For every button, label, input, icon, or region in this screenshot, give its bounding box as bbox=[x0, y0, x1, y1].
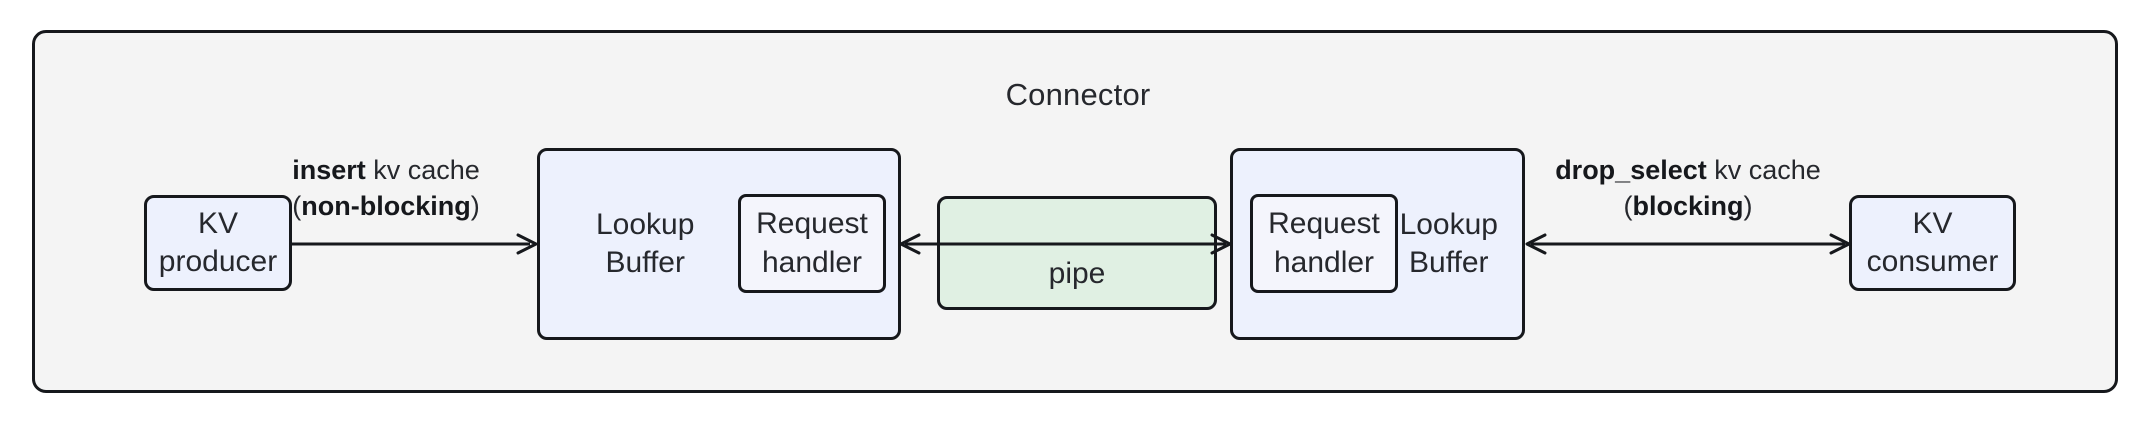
connector-title: Connector bbox=[1005, 77, 1151, 112]
node-pipe[interactable]: pipe bbox=[937, 196, 1217, 310]
node-request-handler-left-text: Request handler bbox=[756, 205, 868, 282]
node-kv-producer-line1: KV bbox=[197, 206, 239, 240]
node-lookup-buffer-right-line2: Buffer bbox=[1409, 246, 1489, 279]
node-pipe-label: pipe bbox=[1048, 256, 1106, 290]
node-kv-producer-text: KV producer bbox=[159, 205, 277, 282]
node-request-handler-left[interactable]: Request handler bbox=[738, 194, 886, 293]
edge-label-insert-bold2: non-blocking bbox=[301, 190, 471, 221]
node-request-handler-right-text: Request handler bbox=[1268, 205, 1380, 282]
edge-label-drop-select-line1: drop_select kv cache bbox=[1528, 153, 1848, 189]
edge-label-drop-select-line2: (blocking) bbox=[1528, 189, 1848, 225]
node-request-handler-right-line1: Request bbox=[1268, 207, 1380, 241]
edge-label-insert-rest: kv cache bbox=[365, 155, 480, 185]
edge-label-insert-bold: insert bbox=[292, 155, 366, 185]
node-lookup-buffer-right-text: Lookup Buffer bbox=[1400, 206, 1498, 283]
node-kv-consumer-line2: consumer bbox=[1866, 245, 1999, 278]
edge-label-drop-select-bold: drop_select bbox=[1555, 155, 1707, 185]
edge-label-insert: insert kv cache (non-blocking) bbox=[236, 153, 536, 225]
edge-label-drop-select-paren-close: ) bbox=[1743, 190, 1753, 221]
edge-label-insert-paren-close: ) bbox=[470, 190, 480, 221]
edge-label-insert-paren-open: ( bbox=[292, 190, 302, 221]
node-lookup-buffer-left-text: Lookup Buffer bbox=[596, 206, 694, 283]
node-kv-consumer[interactable]: KV consumer bbox=[1849, 195, 2016, 291]
node-lookup-buffer-left-line2: Buffer bbox=[605, 246, 685, 279]
edge-label-drop-select: drop_select kv cache (blocking) bbox=[1528, 153, 1848, 225]
edge-label-insert-line2: (non-blocking) bbox=[236, 189, 536, 225]
node-kv-consumer-line1: KV bbox=[1912, 206, 1953, 240]
node-lookup-buffer-left-line1: Lookup bbox=[596, 207, 695, 241]
edge-label-drop-select-paren-open: ( bbox=[1623, 190, 1633, 221]
edge-label-drop-select-bold2: blocking bbox=[1632, 190, 1744, 221]
node-request-handler-right-line2: handler bbox=[1273, 245, 1375, 279]
node-lookup-buffer-left[interactable]: Lookup Buffer bbox=[537, 148, 901, 340]
node-lookup-buffer-right-line1: Lookup bbox=[1399, 207, 1498, 241]
node-kv-producer[interactable]: KV producer bbox=[144, 195, 292, 291]
node-kv-producer-line2: producer bbox=[158, 245, 278, 278]
edge-label-drop-select-rest: kv cache bbox=[1706, 155, 1821, 185]
edge-label-insert-line1: insert kv cache bbox=[236, 153, 536, 189]
node-kv-consumer-text: KV consumer bbox=[1867, 205, 1999, 282]
node-request-handler-right[interactable]: Request handler bbox=[1250, 194, 1398, 293]
node-request-handler-left-line2: handler bbox=[761, 245, 863, 279]
node-request-handler-left-line1: Request bbox=[756, 207, 868, 241]
